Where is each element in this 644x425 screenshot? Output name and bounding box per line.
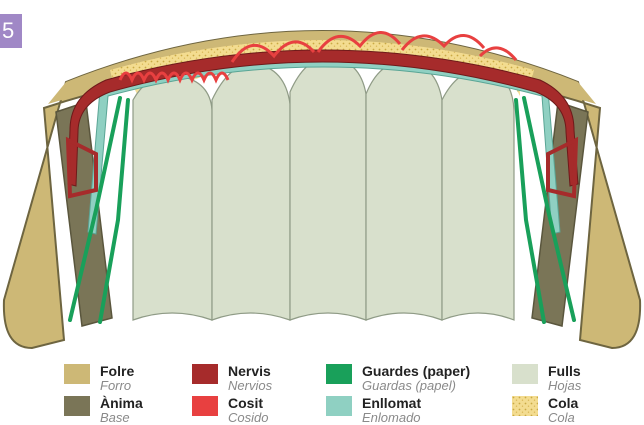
legend-sublabel: Nervios (228, 378, 272, 393)
fulls-signatures (133, 58, 514, 320)
legend-sublabel: Cosido (228, 410, 268, 425)
legend-sublabel: Cola (548, 410, 575, 425)
cosit-swatch (192, 396, 218, 416)
anima-swatch (64, 396, 90, 416)
fulls-swatch (512, 364, 538, 384)
folre-swatch (64, 364, 90, 384)
cola-swatch (512, 396, 538, 416)
legend-label: Guardes (paper) (362, 363, 470, 379)
legend-sublabel: Enlomado (362, 410, 421, 425)
legend-label: Folre (100, 363, 134, 379)
legend-label: Nervis (228, 363, 271, 379)
legend-label: Cosit (228, 395, 263, 411)
legend-sublabel: Base (100, 410, 130, 425)
legend-label: Ànima (100, 395, 143, 411)
nervis-swatch (192, 364, 218, 384)
guardes-swatch (326, 364, 352, 384)
legend-label: Cola (548, 395, 578, 411)
legend-sublabel: Hojas (548, 378, 581, 393)
legend-sublabel: Guardas (papel) (362, 378, 456, 393)
legend: Folre Forro Ànima Base Nervis Nervios Co… (0, 360, 644, 420)
enllomat-swatch (326, 396, 352, 416)
figure-number-badge: 5 (0, 14, 22, 48)
legend-sublabel: Forro (100, 378, 131, 393)
legend-label: Fulls (548, 363, 581, 379)
legend-label: Enllomat (362, 395, 421, 411)
